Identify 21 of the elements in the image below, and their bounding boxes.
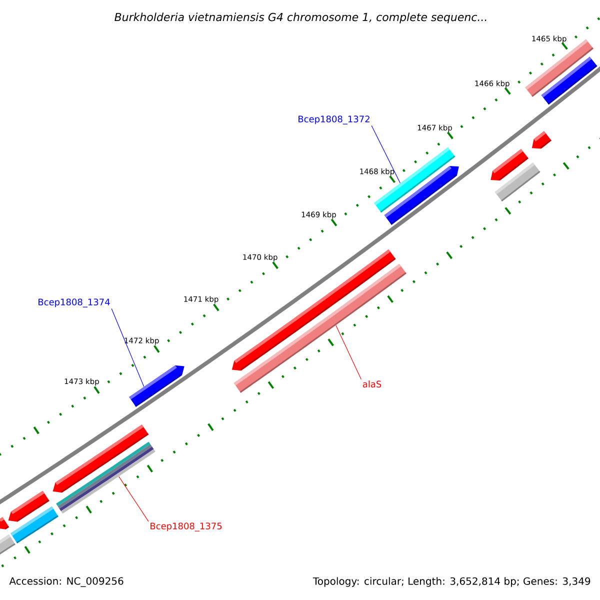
gene-bar bbox=[52, 424, 149, 493]
gene-label: alaS bbox=[362, 380, 382, 388]
leader-line bbox=[111, 308, 144, 387]
gene-bar bbox=[56, 442, 156, 514]
gene-bar bbox=[0, 534, 16, 555]
gene-bar bbox=[494, 162, 540, 202]
gene-bar bbox=[541, 56, 598, 105]
gene-label: Bcep1808_1372 bbox=[298, 116, 370, 124]
gene-bar bbox=[532, 131, 552, 149]
gene-label: Bcep1808_1375 bbox=[150, 522, 222, 532]
gene-bar bbox=[0, 517, 10, 530]
leader-line bbox=[371, 125, 401, 184]
gene-label: Bcep1808_1374 bbox=[38, 298, 110, 308]
gene-bar bbox=[129, 365, 184, 407]
footer-text: Accession: NC_009256 bbox=[9, 577, 124, 587]
leader-line bbox=[118, 476, 149, 522]
leader-line bbox=[336, 325, 362, 380]
gene-bar bbox=[232, 249, 396, 371]
map-title: Burkholderia vietnamiensis G4 chromosome 1, complete sequenc... bbox=[114, 12, 486, 24]
footer-text: Topology: circular; Length: 3,652,814 bp; Genes: 3,349 bbox=[312, 577, 590, 587]
gene-bar bbox=[10, 506, 58, 544]
